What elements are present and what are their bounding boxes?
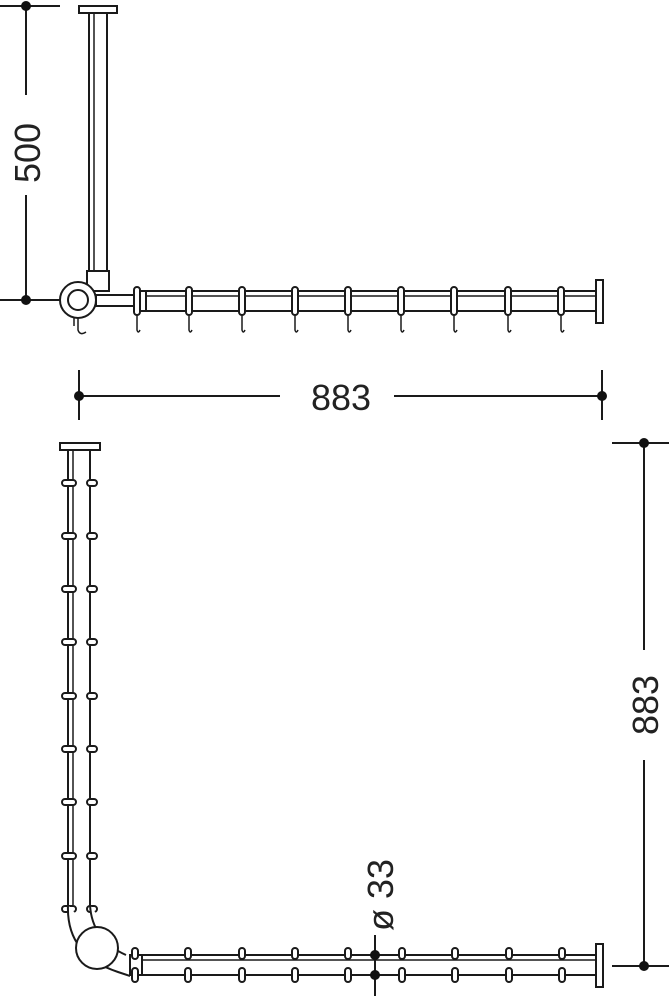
dimension-endpoint-dot — [597, 391, 607, 401]
side-elevation-view: 500 — [0, 1, 604, 335]
dimension-endpoint-dot — [21, 1, 31, 11]
height-label: 500 — [7, 123, 48, 183]
curtain-ring — [557, 286, 565, 333]
curtain-ring — [61, 585, 98, 593]
side-label: 883 — [625, 675, 666, 735]
curtain-ring — [61, 479, 98, 487]
corner-elbow — [66, 904, 143, 977]
curtain-rings-vertical — [61, 479, 98, 913]
curtain-ring — [291, 286, 299, 333]
diameter-label: ø 33 — [360, 859, 401, 931]
rail-horizontal-leg — [142, 943, 604, 988]
curtain-ring — [238, 286, 246, 333]
curtain-ring — [504, 286, 512, 333]
curtain-ring — [131, 947, 139, 983]
curtain-ring — [185, 286, 193, 333]
dimension-endpoint-dot — [639, 438, 649, 448]
curtain-ring — [398, 947, 406, 983]
curtain-ring — [291, 947, 299, 983]
plan-view: ø 33 883 — [59, 438, 669, 996]
rail-side — [133, 279, 604, 324]
curtain-ring — [558, 947, 566, 983]
curtain-ring — [184, 947, 192, 983]
dimension-diameter: ø 33 — [360, 859, 401, 996]
curtain-ring — [61, 692, 98, 700]
curtain-ring — [61, 852, 98, 860]
curtain-rings-horizontal — [131, 947, 566, 983]
dimension-side: 883 — [612, 438, 669, 971]
curtain-ring — [61, 532, 98, 540]
curtain-ring — [61, 638, 98, 646]
width-label: 883 — [311, 377, 371, 418]
curtain-ring — [451, 947, 459, 983]
dimension-endpoint-dot — [21, 295, 31, 305]
curtain-ring — [238, 947, 246, 983]
curtain-ring — [133, 286, 141, 333]
ceiling-support — [78, 5, 118, 292]
dimension-width: 883 — [74, 370, 607, 420]
curtain-ring — [450, 286, 458, 333]
curtain-ring — [61, 745, 98, 753]
elbow-bracket — [59, 281, 135, 335]
curtain-ring — [397, 286, 405, 333]
curtain-ring — [344, 286, 352, 333]
dimension-endpoint-dot — [639, 961, 649, 971]
curtain-ring — [505, 947, 513, 983]
corner-joint — [75, 926, 119, 970]
dimension-endpoint-dot — [370, 950, 380, 960]
dimension-height: 500 — [0, 1, 60, 305]
rail-vertical-leg — [59, 442, 101, 905]
curtain-ring — [61, 798, 98, 806]
curtain-ring — [344, 947, 352, 983]
curtain-rings-side — [133, 286, 565, 333]
dimension-endpoint-dot — [74, 391, 84, 401]
dimension-endpoint-dot — [370, 970, 380, 980]
